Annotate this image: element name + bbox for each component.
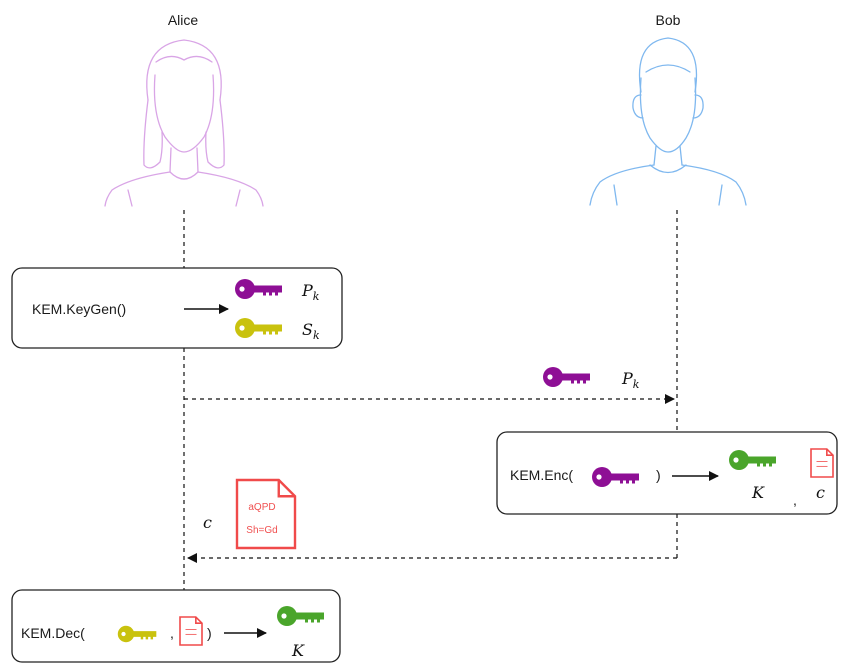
- decaps-separator: ,: [170, 625, 174, 641]
- ciphertext-document-icon: [235, 478, 297, 550]
- encaps-input-public-key-icon: [592, 467, 639, 487]
- keygen-public-key-label: Pk: [301, 281, 320, 303]
- encaps-label-close: ): [656, 467, 661, 483]
- ciphertext-transfer: c aQPD Sh=Gd: [187, 478, 677, 563]
- encaps-ciphertext-label: c: [816, 483, 825, 502]
- keygen-secret-key-label: Sk: [302, 320, 320, 342]
- encaps-label: KEM.Enc(: [510, 467, 573, 483]
- public-key-icon: [235, 279, 282, 299]
- ciphertext-doc-line-2: Sh=Gd: [246, 525, 277, 536]
- keygen-box: KEM.KeyGen() Pk Sk: [11, 267, 343, 349]
- decaps-shared-key-icon: [277, 606, 324, 626]
- decaps-box: KEM.Dec( , ) K: [11, 589, 341, 663]
- transfer-public-key-icon: [543, 367, 590, 387]
- encaps-ciphertext-doc-icon: [810, 448, 834, 478]
- decaps-label: KEM.Dec(: [21, 625, 85, 641]
- ciphertext-label: c: [203, 513, 212, 532]
- bob-name: Bob: [656, 12, 681, 28]
- alice-name: Alice: [168, 12, 199, 28]
- bob-avatar-icon: [589, 37, 747, 206]
- secret-key-icon: [235, 318, 282, 338]
- encaps-shared-key-label: K: [751, 483, 765, 502]
- decaps-secret-key-icon: [117, 625, 157, 643]
- keygen-label: KEM.KeyGen(): [32, 301, 126, 317]
- ciphertext-doc-line-1: aQPD: [248, 502, 275, 513]
- encaps-shared-key-icon: [729, 450, 776, 470]
- encaps-box: KEM.Enc( ) K , c: [496, 431, 838, 515]
- encaps-separator: ,: [793, 492, 797, 508]
- transfer-public-key-label: Pk: [621, 369, 640, 391]
- decaps-shared-key-label: K: [291, 641, 305, 660]
- decaps-label-close: ): [207, 625, 212, 641]
- public-key-transfer: Pk: [184, 367, 675, 404]
- alice-avatar-icon: [104, 39, 264, 207]
- decaps-ciphertext-doc-icon: [179, 616, 203, 646]
